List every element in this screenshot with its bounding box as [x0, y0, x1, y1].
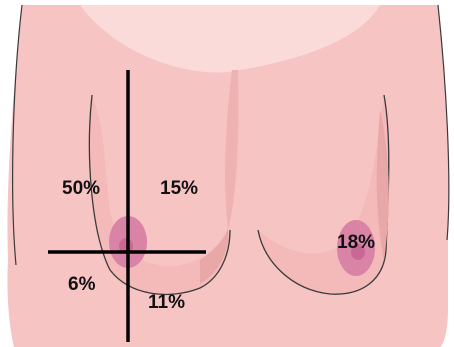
label-upper-outer: 50%	[62, 178, 100, 199]
label-lower-inner: 11%	[148, 292, 185, 313]
label-central: 18%	[337, 232, 375, 253]
label-upper-inner: 15%	[160, 178, 198, 199]
label-lower-outer: 6%	[68, 274, 96, 295]
